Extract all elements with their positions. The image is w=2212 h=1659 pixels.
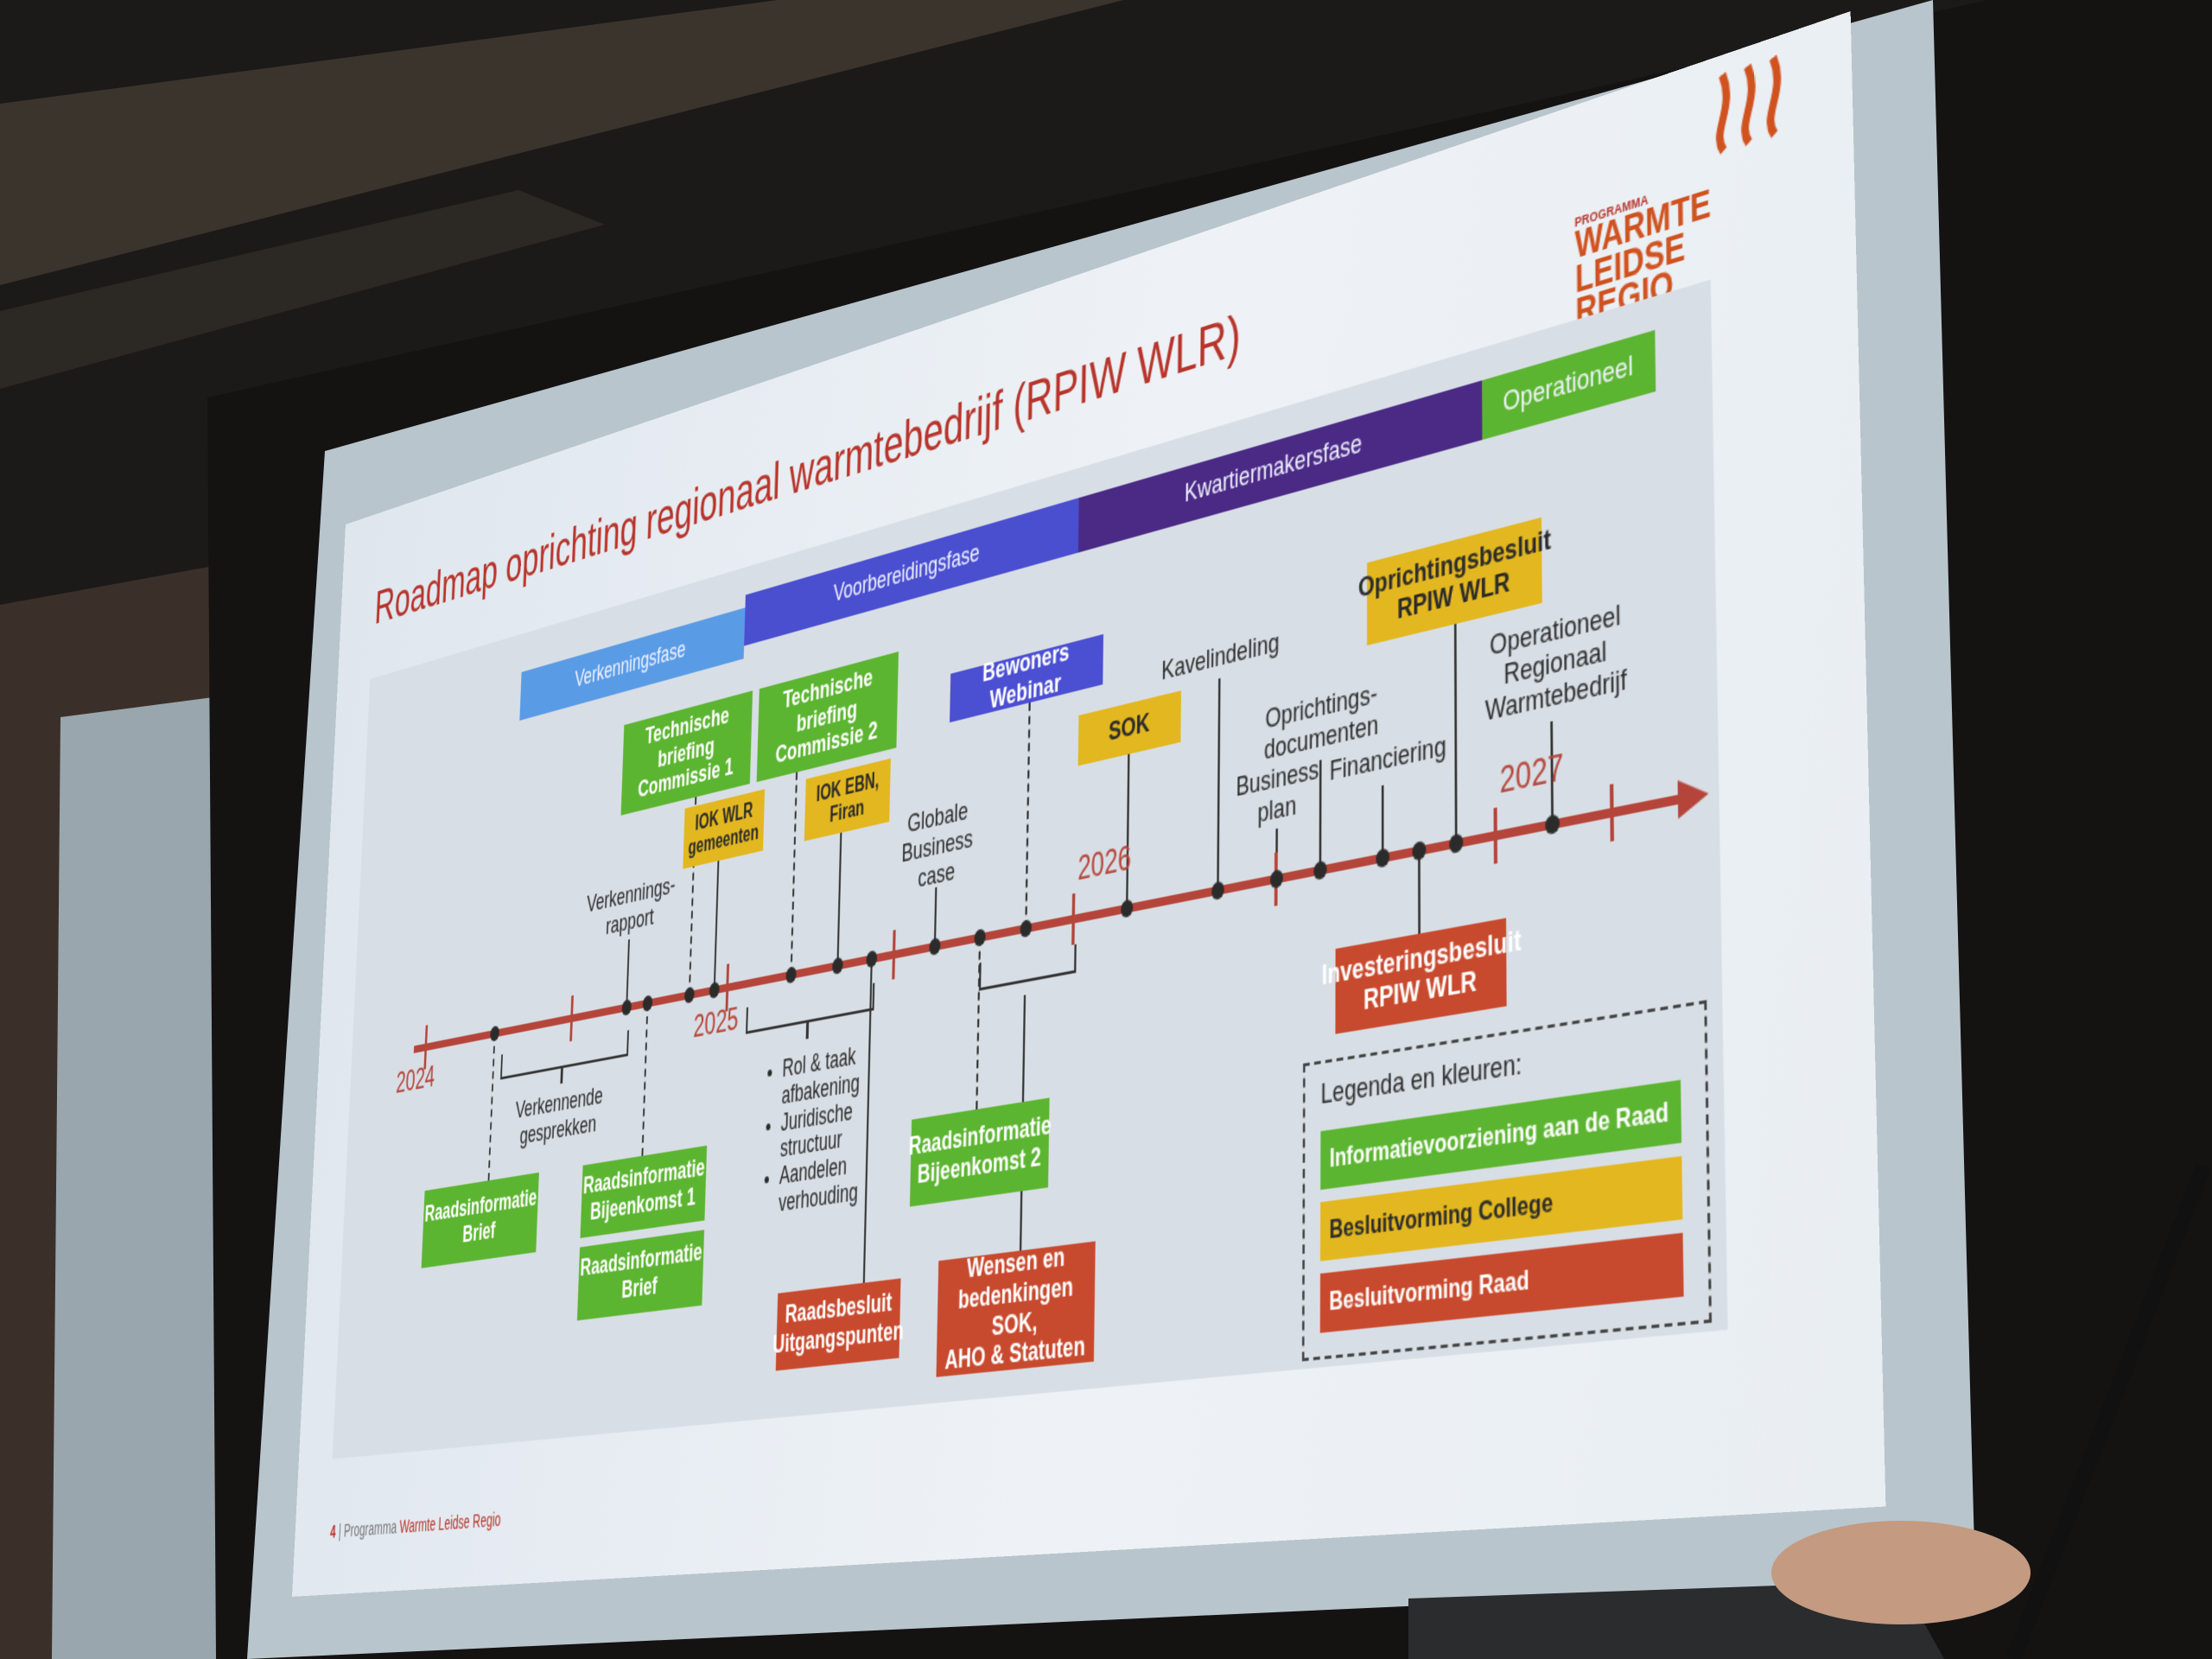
half-year-tick: [1610, 784, 1614, 842]
footer-separator: |: [338, 1521, 341, 1541]
legend: Legenda en kleuren: Informatievoorzienin…: [1302, 1000, 1712, 1361]
box-raadsbesluit-uitgangspunten: Raadsbesluit Uitgangspunten: [776, 1278, 901, 1370]
legend-title: Legenda en kleuren:: [1320, 1048, 1522, 1113]
year-tick: [1494, 807, 1497, 863]
connector: [1382, 785, 1384, 859]
slide-footer: 4 | Programma Warmte Leidse Regio: [330, 1509, 501, 1541]
connector: [1319, 760, 1322, 870]
page-number: 4: [330, 1521, 337, 1541]
steam-icon: [1707, 42, 1798, 163]
bullet-list: Rol & taak afbakening Juridische structu…: [763, 1039, 883, 1220]
footer-brand: Warmte Leidse Regio: [399, 1509, 501, 1537]
connector: [1418, 850, 1421, 933]
footer-program: Programma: [343, 1516, 397, 1541]
label-business-case: Globale Business case: [900, 797, 974, 899]
box-wensen-bedenkingen: Wensen en bedenkingen SOK, AHO & Statute…: [936, 1242, 1095, 1377]
bracket-stem: [806, 1022, 809, 1039]
timeline-arrow-icon: [1678, 774, 1709, 819]
hand: [1771, 1521, 2031, 1624]
